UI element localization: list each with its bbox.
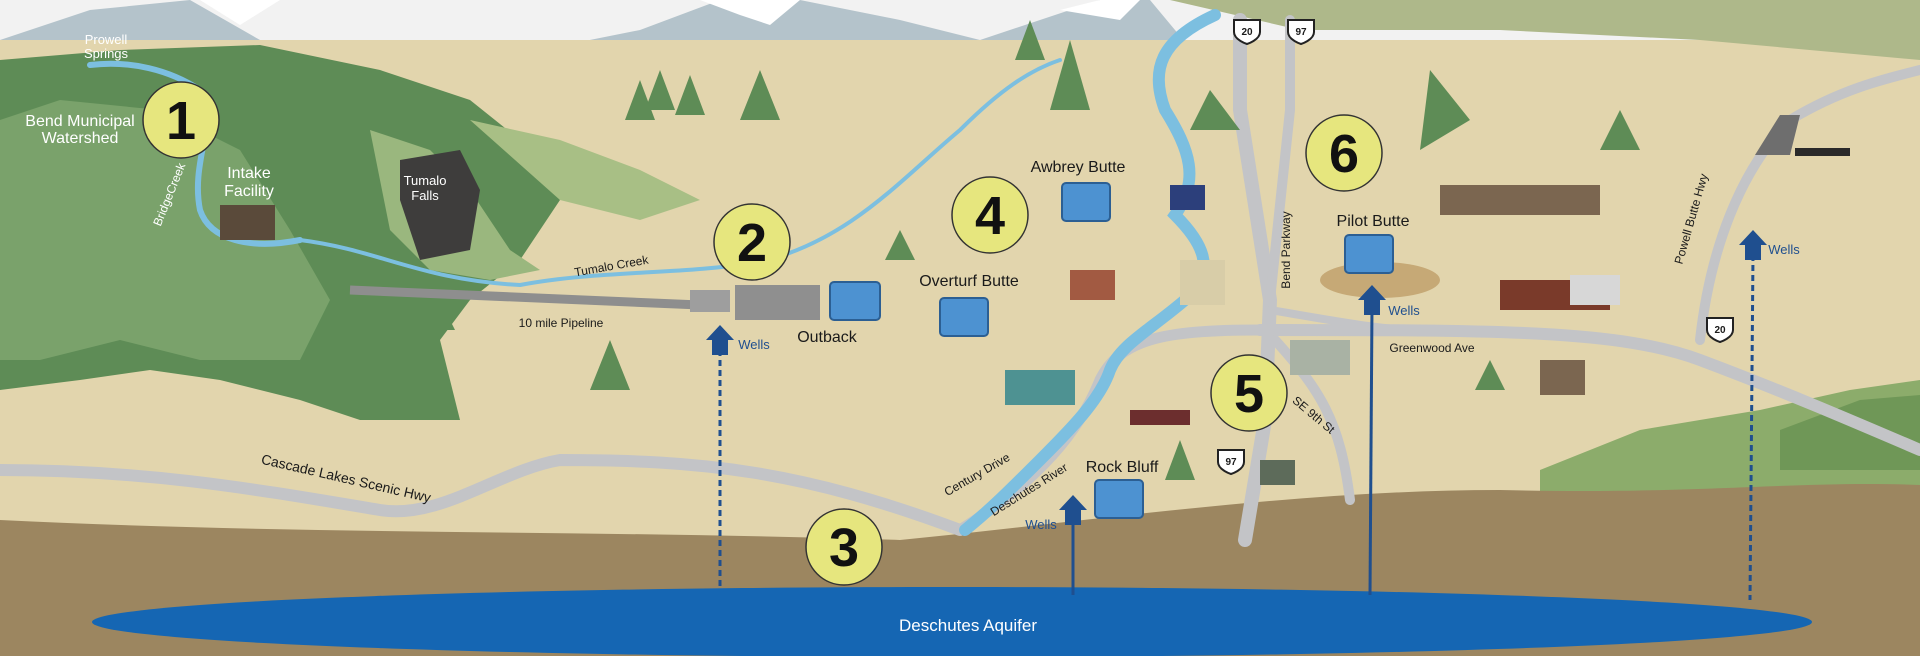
well-arrows [706, 230, 1767, 525]
tumalo-falls-label-2: Falls [411, 188, 439, 203]
marker-6[interactable]: 6 [1305, 114, 1383, 192]
pipeline-label: 10 mile Pipeline [519, 316, 604, 330]
marker-3[interactable]: 3 [805, 508, 883, 586]
marker-1[interactable]: 1 [142, 81, 220, 159]
wells-label: Wells [738, 337, 770, 352]
marker-5[interactable]: 5 [1210, 354, 1288, 432]
wells-arrow-icon [1739, 230, 1767, 260]
marker-number: 2 [737, 213, 767, 273]
greenwood-ave-label: Greenwood Ave [1389, 341, 1474, 355]
watershed-forest [0, 45, 700, 420]
airplane-icon [1795, 148, 1850, 156]
pilot-butte-label: Pilot Butte [1337, 213, 1410, 230]
marker-2[interactable]: 2 [713, 203, 791, 281]
buildings [220, 185, 1620, 485]
north-hills [1170, 0, 1920, 60]
highway-shield: 97 [1217, 449, 1245, 476]
highway-shield: 20 [1233, 19, 1261, 46]
water-tanks [829, 182, 1394, 519]
wells-arrow-icon [1358, 285, 1386, 315]
highway-shield: 20 [1706, 317, 1734, 344]
highway-shield: 97 [1287, 19, 1315, 46]
shield-number: 20 [1241, 27, 1253, 38]
marker-number: 1 [166, 91, 196, 151]
overturf-butte-label: Overturf Butte [919, 273, 1019, 290]
highway-shields: 20 97 97 20 [1217, 19, 1734, 476]
numbered-markers: 1 2 3 4 5 6 [142, 81, 1383, 586]
intake-facility-label: Intake [227, 165, 271, 182]
bend-parkway-label: Bend Parkway [1279, 211, 1293, 288]
watershed-label: Bend Municipal [25, 113, 134, 130]
tumalo-falls-label: Tumalo [404, 173, 447, 188]
aquifer-shape [92, 587, 1812, 656]
shield-number: 97 [1295, 27, 1307, 38]
wells-label: Wells [1025, 517, 1057, 532]
marker-number: 3 [829, 518, 859, 578]
prowell-springs-label-2: Springs [84, 46, 129, 61]
pipeline-graphic [349, 285, 730, 312]
awbrey-butte-label: Awbrey Butte [1031, 159, 1126, 176]
trees [425, 20, 1640, 480]
wells-arrow-icon [1059, 495, 1087, 525]
prowell-springs-label: Prowell [85, 32, 128, 47]
rock-bluff-label: Rock Bluff [1086, 459, 1159, 476]
shield-number: 20 [1714, 325, 1726, 336]
intake-facility-label-2: Facility [224, 183, 274, 200]
wells-label: Wells [1768, 242, 1800, 257]
shield-number: 97 [1225, 457, 1237, 468]
airport-runway [1755, 115, 1800, 155]
wells-label: Wells [1388, 303, 1420, 318]
deschutes-aquifer-label: Deschutes Aquifer [899, 616, 1037, 635]
marker-number: 6 [1329, 124, 1359, 184]
marker-number: 5 [1234, 364, 1264, 424]
well-lines [718, 254, 1755, 601]
marker-4[interactable]: 4 [951, 176, 1029, 254]
marker-number: 4 [975, 186, 1005, 246]
outback-label: Outback [797, 329, 858, 346]
watershed-label-2: Watershed [42, 130, 119, 147]
wells-arrow-icon [706, 325, 734, 355]
